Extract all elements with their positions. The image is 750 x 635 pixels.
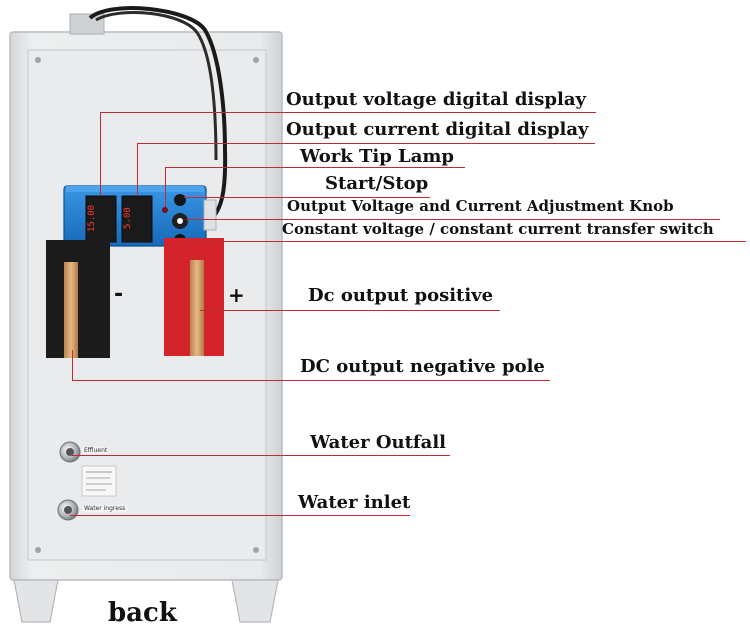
- label-work-tip-lamp: Work Tip Lamp: [300, 146, 455, 167]
- caption-back: back: [108, 598, 177, 628]
- leader-dc-negative-rise: [72, 350, 73, 380]
- minus-sign: -: [114, 282, 124, 307]
- leader-adjust-knob: [186, 219, 720, 220]
- label-dc-positive: Dc output positive: [308, 285, 494, 306]
- leader-water-outfall: [72, 455, 450, 456]
- voltage-readout: 15.00: [87, 204, 97, 232]
- start-stop-icon: [174, 194, 186, 206]
- current-display-window: [121, 195, 153, 243]
- positive-terminal: [164, 238, 224, 356]
- work-tip-lamp-icon: [162, 207, 168, 213]
- label-water-outfall: Water Outfall: [310, 432, 446, 453]
- current-readout: 5.00: [123, 207, 133, 229]
- label-water-inlet: Water inlet: [298, 492, 411, 513]
- leader-water-inlet: [70, 515, 410, 516]
- negative-terminal: [46, 240, 110, 358]
- effluent-tag: Effluent: [82, 447, 110, 454]
- leader-voltage-display-drop: [100, 112, 101, 196]
- inlet-tag: Water ingress: [82, 505, 128, 512]
- spec-sticker: [81, 465, 117, 497]
- label-cv-cc-switch: Constant voltage / constant current tran…: [282, 220, 714, 238]
- leader-start-stop: [184, 197, 430, 198]
- leader-dc-negative: [72, 380, 550, 381]
- water-inlet-fitting: [57, 499, 79, 521]
- label-start-stop: Start/Stop: [325, 173, 429, 194]
- plus-sign: +: [228, 283, 245, 307]
- power-cable: [69, 6, 228, 222]
- leader-voltage-display: [100, 112, 596, 113]
- label-adjust-knob: Output Voltage and Current Adjustment Kn…: [287, 197, 674, 215]
- cabinet-feet: [13, 579, 279, 623]
- leader-work-tip-lamp-drop: [165, 167, 166, 207]
- leader-dc-positive: [200, 310, 500, 311]
- label-current-display: Output current digital display: [286, 119, 589, 140]
- control-box: [63, 185, 217, 247]
- leader-current-display: [137, 143, 595, 144]
- leader-work-tip-lamp: [165, 167, 465, 168]
- water-outfall-fitting: [59, 441, 81, 463]
- voltage-display-window: [85, 195, 117, 243]
- leader-cv-cc-switch: [184, 241, 746, 242]
- leader-current-display-drop: [137, 143, 138, 196]
- label-dc-negative: DC output negative pole: [300, 356, 545, 377]
- label-voltage-display: Output voltage digital display: [286, 89, 586, 110]
